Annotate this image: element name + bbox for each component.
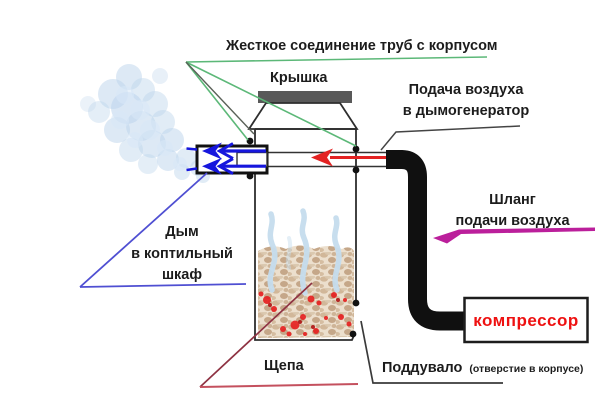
- smoke-destination-label: Дым в коптильный шкаф: [131, 224, 233, 283]
- chips-pointer-diagonal: [199, 282, 313, 388]
- air-flow-arrow-icon: [311, 148, 386, 167]
- air-supply-pointer: [380, 125, 521, 151]
- compressor-label: компрессор: [473, 310, 579, 330]
- inner-pipe-mouth: [236, 151, 268, 168]
- hose-label: Шланг подачи воздуха: [455, 192, 570, 229]
- vent-note-label: (отверстие в корпусе): [469, 363, 584, 375]
- hose-direction-arrow-icon: [433, 227, 595, 244]
- rigid-connection-pointers: [185, 56, 488, 147]
- lid-label: Крышка: [270, 70, 328, 86]
- vent-pointer: [360, 320, 503, 384]
- air-hose: [386, 150, 464, 331]
- body-shoulder: [247, 102, 359, 130]
- air-supply-label: Подача воздуха в дымогенератор: [402, 82, 530, 119]
- smoke-wisps: [267, 208, 342, 296]
- rigid-connection-pointer-gray: [185, 61, 255, 135]
- vent-label: Поддувало(отверстие в корпусе): [382, 360, 584, 376]
- embers: [258, 291, 352, 337]
- smoke-flow-arrows-icon: [186, 142, 266, 176]
- lid-shape: [258, 91, 352, 103]
- rigid-connection-label: Жесткое соединение труб с корпусом: [226, 38, 498, 54]
- smoke-cloud: [80, 64, 210, 183]
- smoke-label-pointers: [79, 172, 247, 288]
- chips-pointer-underline: [199, 383, 359, 388]
- compressor-box: [463, 296, 589, 344]
- wood-chips-label: Щепа: [264, 358, 304, 374]
